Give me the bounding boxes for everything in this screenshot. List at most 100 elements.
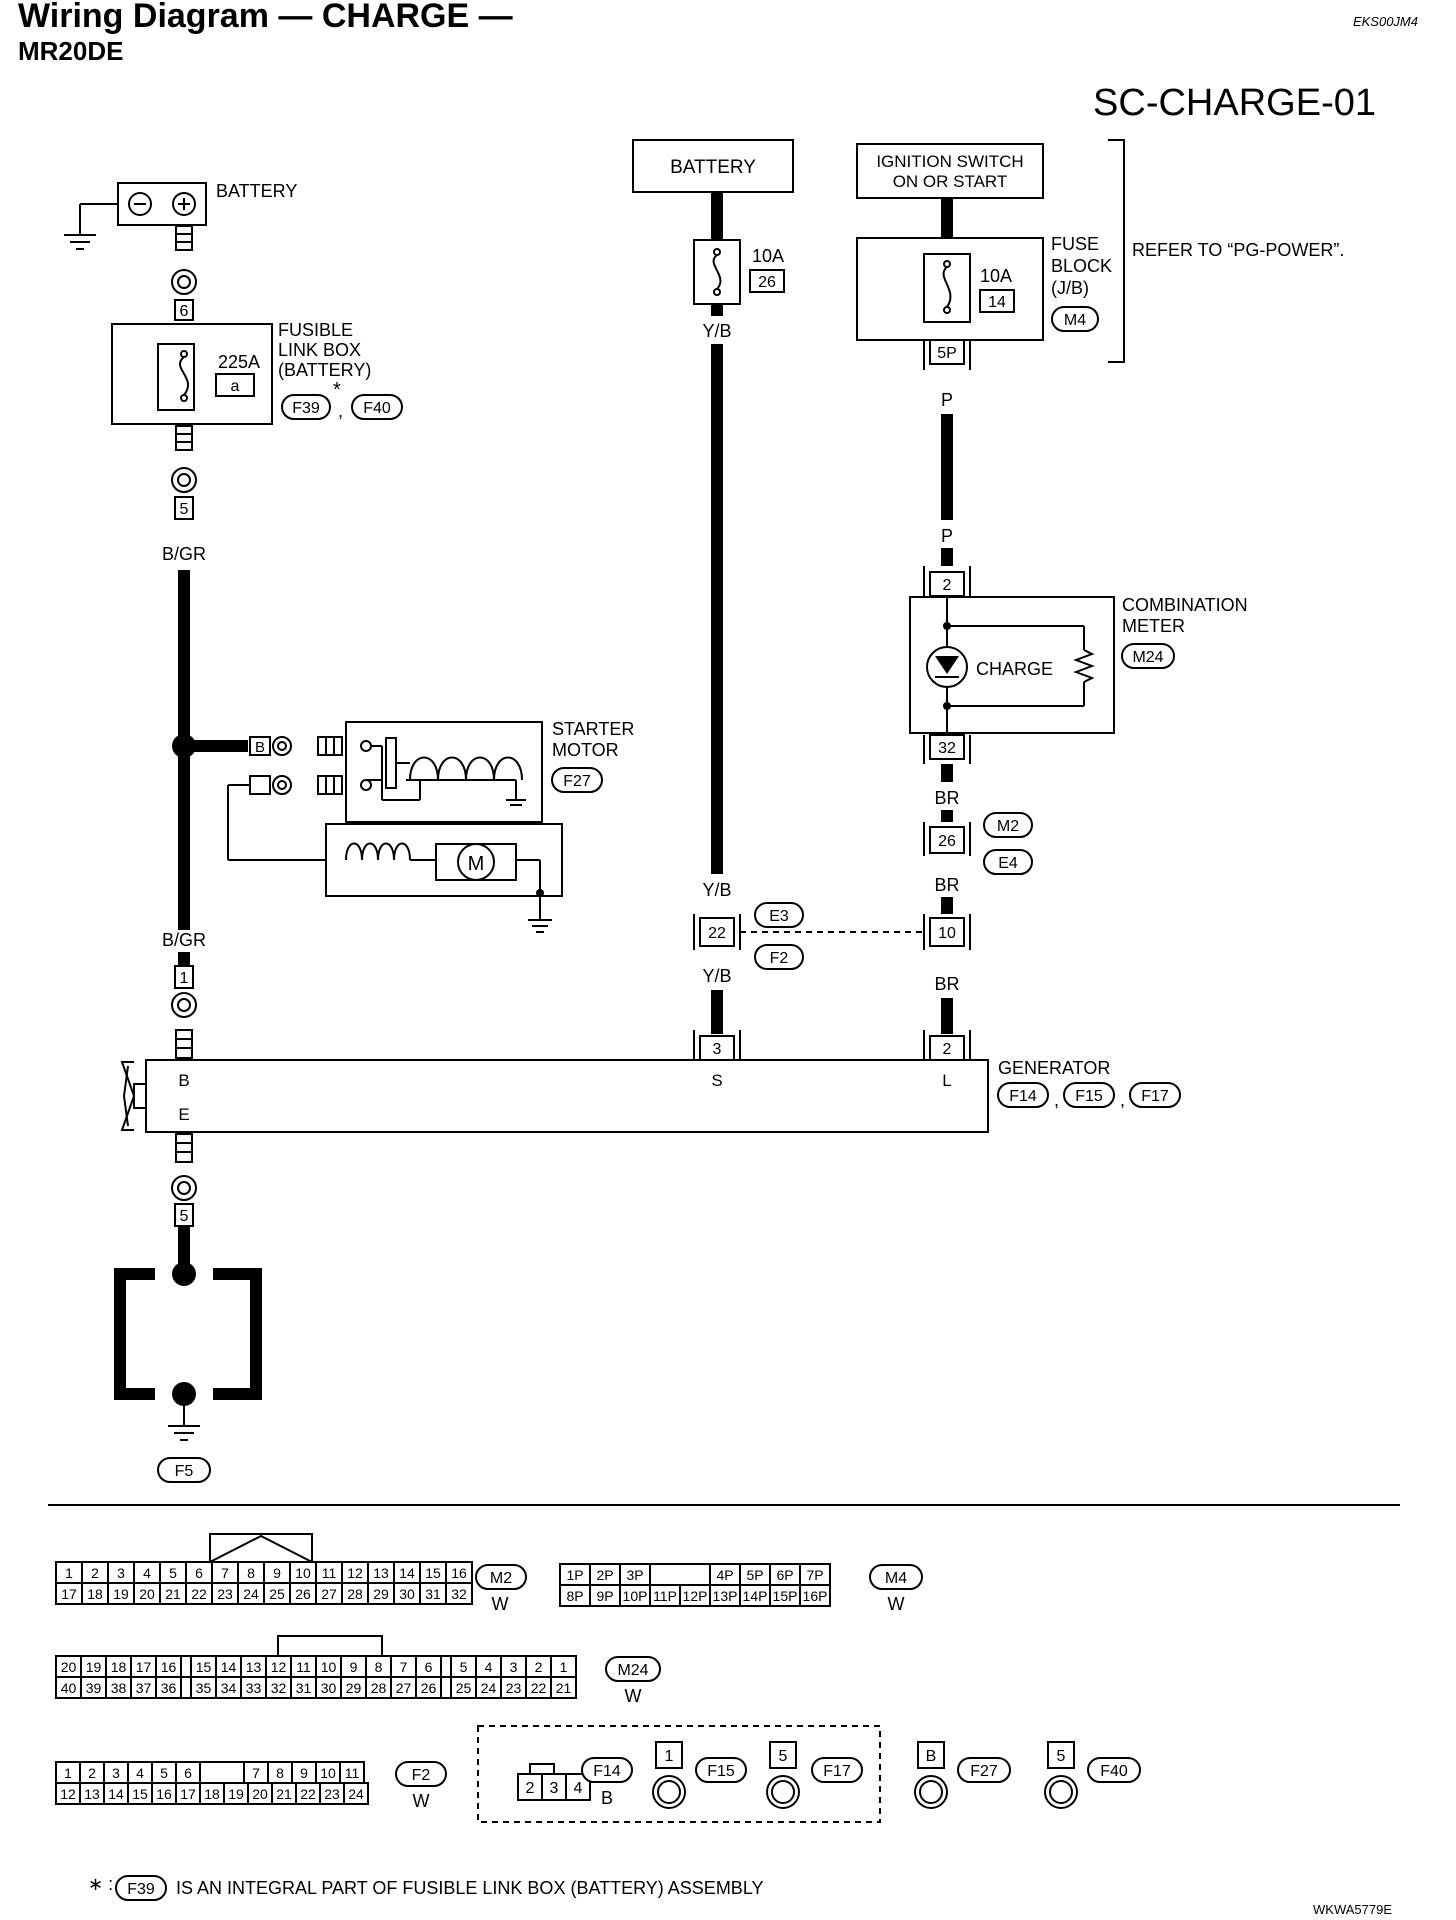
legend.f2_bot-pin: 24 [348,1786,364,1802]
gen-term-e: E [178,1105,189,1124]
f17-pin: 5 [779,1748,788,1765]
legend.m4_bot-pin: 15P [773,1588,798,1604]
legend.m24_top-pin: 19 [86,1659,102,1675]
wire-yb-2: Y/B [702,880,731,900]
diagram-id: SC-CHARGE-01 [1093,82,1376,124]
comma-1: , [338,401,343,421]
conn-e3: E3 [769,908,789,925]
legend.m2_bot-pin: 21 [165,1586,181,1602]
ground-symbol [168,1406,200,1441]
legend.m24_top-pin: 16 [161,1659,177,1675]
fusible-amp: 225A [218,352,260,372]
ign-label-2: ON OR START [893,172,1008,191]
fusible-link-box: 225A a [111,323,273,425]
legend.f2_bot-pin: 14 [108,1786,124,1802]
wire-b-right: B [250,1324,262,1344]
legend.m2_top-pin: 4 [143,1565,151,1581]
f14-pin-4: 4 [574,1780,583,1797]
wire-p-1: P [941,390,953,410]
legend.m4_top-pin: 1P [566,1567,583,1583]
connector-5p: 5P [923,339,971,370]
wire-ground-loop [114,1268,262,1400]
legend-m2-label: M2 [490,1570,512,1587]
legend.f2_bot-pin: 12 [60,1786,76,1802]
gen-term-l: L [942,1071,951,1090]
legend.f2_bot-pin: 17 [180,1786,196,1802]
fuse-14-num: 14 [988,294,1006,311]
connector-10: 10 [923,914,971,950]
legend.m24_top-pin: 7 [400,1659,408,1675]
ground-terminal [171,1133,197,1201]
legend.m2_bot-pin: 19 [113,1586,129,1602]
legend.m2_top-pin: 6 [195,1565,203,1581]
legend.m2_bot-pin: 30 [399,1586,415,1602]
legend.m24_top-pin: 10 [321,1659,337,1675]
starter-label-2: MOTOR [552,740,619,760]
svg-text:,: , [1054,1090,1059,1110]
legend-f27-label: F27 [970,1763,998,1780]
legend.m2_top-pin: 10 [295,1565,311,1581]
legend-m4-label: M4 [885,1570,907,1587]
engine-label: MR20DE [18,36,123,66]
pin-6: 6 [180,303,189,320]
legend-f17-label: F17 [823,1763,851,1780]
pin-32: 32 [938,740,956,757]
legend.m24_bot-pin: 22 [531,1680,547,1696]
pin-26: 26 [938,833,956,850]
legend.m2_top-pin: 16 [451,1565,467,1581]
legend.m2_top-pin: 7 [221,1565,229,1581]
combination-meter: CHARGE [909,596,1115,734]
legend.m4_bot-pin: 13P [713,1588,738,1604]
fl-label-2: LINK BOX [278,340,361,360]
legend.m24_top-pin: 18 [111,1659,127,1675]
legend.m24_bot-pin: 33 [246,1680,262,1696]
pin-10: 10 [938,925,956,942]
legend.m2_bot-pin: 32 [451,1586,467,1602]
page-title: Wiring Diagram — CHARGE — [18,0,513,35]
legend.m4_top-cell [649,1563,711,1586]
legend.f2_bot-pin: 20 [252,1786,268,1802]
conn-f40: F40 [363,400,391,417]
legend-m2-color: W [492,1594,509,1614]
fuse-block [856,237,1044,341]
legend.m2_bot-pin: 20 [139,1586,155,1602]
starter-label-1: STARTER [552,719,634,739]
conn-m4: M4 [1064,312,1086,329]
conn-m2: M2 [997,818,1019,835]
conn-f39: F39 [292,400,320,417]
legend.m2_top-pin: 15 [425,1565,441,1581]
legend.m24_bot-pin: 39 [86,1680,102,1696]
legend.m2_top-pin: 13 [373,1565,389,1581]
legend.m24_top-pin: 4 [485,1659,493,1675]
legend.m24_top-pin: 6 [425,1659,433,1675]
footnote-prefix: ∗ : [88,1874,113,1894]
legend.m24_top-pin: 13 [246,1659,262,1675]
ign-label-1: IGNITION SWITCH [876,152,1023,171]
legend-f40: 5 [1044,1741,1078,1809]
legend.m24_bot-pin: 40 [61,1680,77,1696]
legend.m24_bot-pin: 38 [111,1680,127,1696]
legend.m24_bot-pin: 27 [396,1680,412,1696]
legend.m4_bot-pin: 8P [566,1588,583,1604]
legend.m2_bot-pin: 31 [425,1586,441,1602]
legend.m24_top-pin: 11 [296,1659,311,1675]
legend.m2_bot-cell [445,1582,473,1605]
wire-yb-1: Y/B [702,321,731,341]
legend.m4_bot-pin: 10P [623,1588,648,1604]
motor-symbol: M [468,853,485,875]
legend.m2_top-pin: 1 [65,1565,73,1581]
legend.f2_top-pin: 3 [112,1765,120,1781]
wire-bgr-bottom: B/GR [162,930,206,950]
wire-yb-3: Y/B [702,966,731,986]
pin-3: 3 [713,1041,722,1058]
battery-terminal [175,225,193,251]
legend.m24_bot-pin: 25 [456,1680,472,1696]
conn-f14-gen: F14 [1009,1088,1037,1105]
conn-f5: F5 [175,1463,194,1480]
legend.m4_bot-pin: 14P [743,1588,768,1604]
f14-pin-3: 3 [550,1780,559,1797]
legend.f2_top-pin: 8 [276,1765,284,1781]
legend.m4_top-pin: 3P [626,1567,643,1583]
